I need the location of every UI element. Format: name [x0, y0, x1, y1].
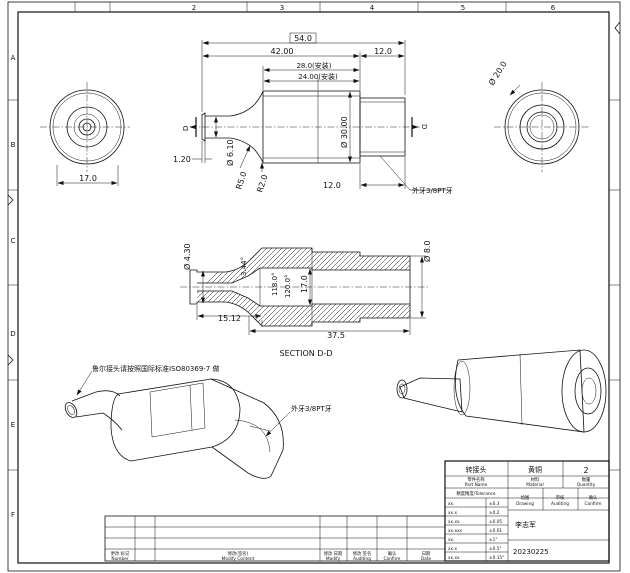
revision-header-en: Number [111, 556, 128, 562]
drawing-label: 绘图 [521, 494, 530, 501]
left-end-view: 17.0 [40, 82, 130, 186]
tolerance-form: xx.xx [448, 556, 460, 561]
material-label-en: Material [526, 482, 543, 488]
tip-lip-dim: 1.20 [173, 155, 191, 164]
thread-length-dim: 12.0 [374, 47, 392, 56]
revision-header-en: Date [421, 556, 432, 562]
title-block: 转接头 黄铜 2 零件名称 Part Name 材料 Material 数量 Q… [444, 460, 610, 562]
revision-header: 修改 签名 [353, 550, 372, 557]
column-label: 2 [192, 4, 196, 12]
quantity-value: 2 [583, 466, 588, 475]
revision-header: 日期 [422, 551, 431, 557]
row-label: D [10, 330, 15, 338]
section-thread-diameter-dim: Ø 8.0 [422, 240, 432, 262]
section-marker-left: D [182, 126, 190, 131]
iso-view-right [396, 349, 607, 433]
section-view: Ø 4.30 3.44° 118.0° 120.0° 17.0 Ø 8.0 15… [180, 240, 432, 358]
tolerance-form: xx.x [448, 511, 457, 516]
border-row-labels: A B C D E F [10, 54, 15, 519]
tolerance-value: ±0.3 [489, 501, 500, 507]
bore-depth-2-dim: 24.00(安装) [298, 72, 338, 81]
confirm-label: 确认 [589, 494, 598, 501]
revision-header: 确认 [388, 550, 397, 557]
revision-header: 修改 日期 [324, 550, 343, 557]
tolerance-value: ±0.2 [489, 510, 500, 516]
audit-label-en: Auditing [551, 501, 569, 507]
part-name-label: 零件名称 [467, 476, 485, 483]
drawer-name: 李志军 [515, 520, 536, 529]
iso-thread-note: 外牙3/8PT牙 [291, 404, 332, 413]
revision-header-en: Modify Content [222, 556, 255, 562]
row-label: B [11, 141, 16, 149]
iso-standard-note: 鲁尔接头请按照国际标准ISO80369-7 做 [92, 364, 220, 373]
section-length-1-dim: 15.12 [218, 314, 241, 323]
part-name-label-en: Part Name [465, 482, 488, 488]
section-length-2-dim: 37.5 [327, 331, 345, 340]
revision-header: 修改(签名) [228, 550, 249, 557]
thread-note: 外牙3/8PT牙 [412, 186, 453, 195]
row-label: F [11, 511, 15, 519]
tolerance-form: xx. [448, 502, 454, 507]
column-label: 4 [370, 4, 375, 12]
section-tip-diameter-dim: Ø 4.30 [182, 243, 192, 270]
right-end-view: Ø 20.0 [486, 59, 590, 172]
quantity-label: 数量 [582, 476, 591, 483]
tolerance-form: xx.xx [448, 520, 460, 525]
tolerance-value: ±0.5° [489, 546, 502, 552]
row-label: A [11, 54, 16, 62]
column-label: 3 [280, 4, 284, 12]
section-cone-angle-1-dim: 118.0° [271, 272, 279, 296]
material-label: 材料 [531, 476, 540, 483]
part-name-value: 转接头 [466, 465, 487, 474]
row-label: E [11, 421, 15, 429]
revision-table: 更改 标记 Number 修改(签名) Modify Content 修改 日期… [104, 515, 446, 562]
drawing-date: 20230225 [513, 548, 549, 556]
section-marker-right: D [420, 124, 428, 129]
right-view-diameter-dim: Ø 20.0 [486, 59, 509, 87]
bore-depth-1-dim: 28.0(安装) [296, 61, 331, 70]
left-view-width-dim: 17.0 [79, 174, 97, 183]
section-bore-diameter-dim: 17.0 [300, 275, 309, 293]
tolerance-form: xx. [448, 538, 454, 543]
revision-header-en: Confirm [384, 556, 401, 562]
section-cone-angle-2-dim: 120.0° [284, 274, 292, 298]
section-taper-angle-dim: 3.44° [240, 257, 248, 276]
material-value: 黄铜 [528, 465, 542, 474]
tip-diameter-dim: Ø 6.10 [225, 139, 235, 166]
outer-diameter-dim: Ø 30.00 [339, 116, 349, 148]
revision-header-en: Modify [326, 556, 341, 562]
fillet-2-dim: R2.0 [255, 173, 269, 193]
thread-length-lower-dim: 12.0 [323, 181, 341, 190]
front-view: D D 54.0 42.00 12.0 28.0(安装) 24.00(安装) Ø… [173, 32, 453, 195]
section-hatch [197, 248, 410, 326]
overall-length-dim: 54.0 [294, 34, 312, 43]
section-title: SECTION D-D [280, 349, 333, 358]
border-column-labels: 2 3 4 5 6 [192, 4, 556, 12]
column-label: 6 [551, 4, 556, 12]
tolerance-value: ±0.15° [489, 555, 504, 561]
drawing-border [7, 1, 621, 572]
drawing-label-en: Drawing [516, 501, 534, 507]
body-length-dim: 42.00 [271, 47, 294, 56]
column-label: 5 [461, 4, 465, 12]
confirm-label-en: Confirm [585, 501, 602, 507]
quantity-label-en: Quantity [577, 482, 596, 488]
tolerance-form: xx.xxx [448, 529, 463, 534]
tolerance-value: ±0.05 [489, 519, 502, 525]
revision-header: 更改 标记 [111, 550, 130, 557]
audit-label: 审核 [556, 494, 565, 501]
revision-header-en: Auditing [353, 556, 371, 562]
tolerance-label: 精度精度/Tolerance [456, 490, 495, 497]
tolerance-form: xx.x [448, 547, 457, 552]
iso-view-left: 鲁尔接头请按照国际标准ISO80369-7 做 外牙3/8PT牙 [64, 364, 332, 479]
tolerance-value: ±1° [489, 537, 497, 543]
tolerance-value: ±0.01 [489, 528, 502, 534]
row-label: C [11, 237, 16, 245]
fillet-1-dim: R5.0 [234, 170, 248, 190]
